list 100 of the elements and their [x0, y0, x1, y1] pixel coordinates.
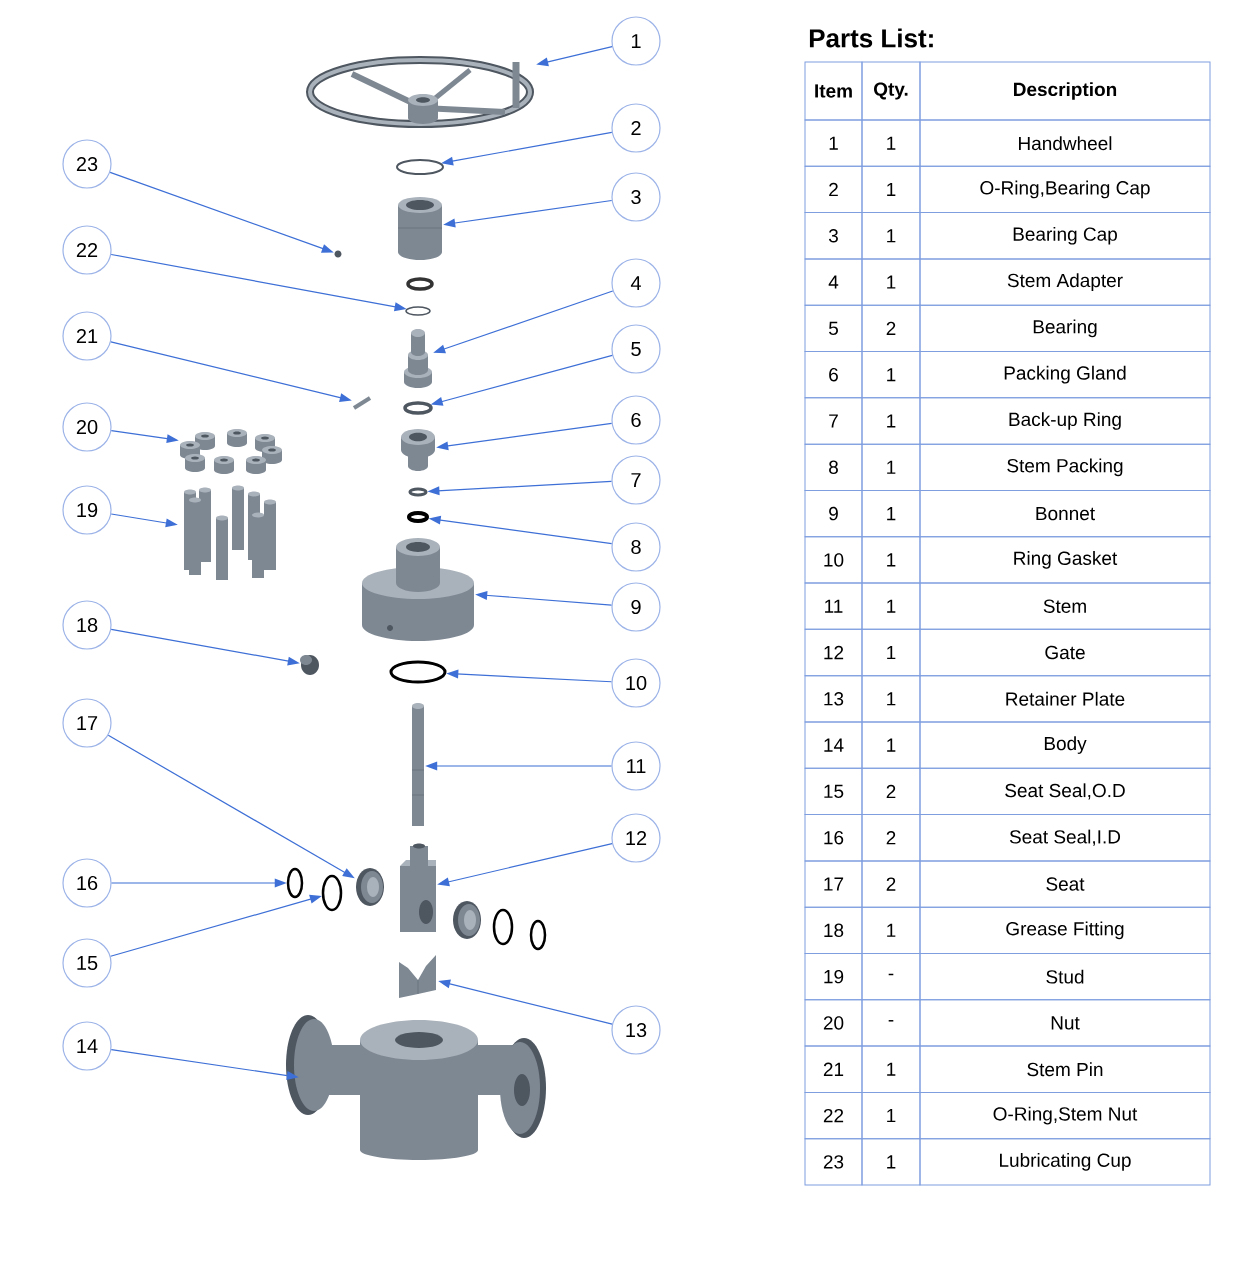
table-cell: 1: [861, 165, 921, 214]
header-cell: Item: [804, 61, 863, 121]
bonnet-drawing: [362, 538, 474, 641]
table-cell: 20: [804, 999, 863, 1047]
table-cell: Back-up Ring: [919, 397, 1211, 445]
callout-number: 23: [62, 139, 112, 189]
table-cell: 5: [804, 304, 863, 353]
leader-line: [446, 669, 613, 683]
studs-drawing: [184, 485, 276, 580]
leader-line: [110, 341, 352, 403]
table-cell: 23: [804, 1138, 863, 1186]
table-cell: 2: [804, 165, 863, 214]
o-ring-drawing: [396, 159, 444, 175]
leader-line: [425, 761, 612, 771]
callout-number: 10: [611, 658, 661, 708]
o-ring-drawing: [403, 401, 433, 415]
stem-adapter-drawing: [404, 329, 432, 388]
table-cell: 22: [804, 1091, 863, 1140]
callout-number: 11: [611, 741, 661, 791]
gate-drawing: [400, 843, 436, 932]
table-cell: Stem: [919, 582, 1211, 630]
table-cell: Handwheel: [919, 119, 1211, 167]
table-cell: Ring Gasket: [919, 536, 1211, 584]
table-cell: 18: [804, 906, 863, 954]
leader-line: [107, 734, 355, 879]
callout-number: 9: [611, 582, 661, 632]
leader-line: [110, 253, 407, 312]
o-ring-drawing: [405, 306, 431, 316]
leader-line: [110, 628, 300, 666]
table-cell: 1: [861, 906, 921, 954]
table-cell: 4: [804, 258, 863, 306]
leader-line: [475, 590, 613, 606]
table-cell: Stem Pin: [919, 1045, 1211, 1093]
table-cell: 2: [861, 767, 921, 816]
table-cell: 2: [861, 304, 921, 353]
table-cell: 2: [861, 814, 921, 862]
table-cell: 15: [804, 767, 863, 816]
table-cell: 1: [861, 212, 921, 260]
table-cell: -: [861, 953, 921, 1001]
leader-line: [436, 422, 613, 451]
leader-line: [110, 1049, 299, 1080]
o-ring-drawing: [407, 511, 429, 523]
callout-number: 15: [62, 938, 112, 988]
header-cell: Qty.: [861, 61, 921, 121]
stem-drawing: [411, 703, 425, 826]
table-cell: Grease Fitting: [919, 906, 1211, 954]
table-cell: 7: [804, 397, 863, 445]
table-cell: Packing Gland: [919, 351, 1211, 399]
table-cell: 12: [804, 628, 863, 677]
table-cell: 17: [804, 860, 863, 908]
table-cell: 1: [861, 1091, 921, 1140]
plate-drawing: [399, 955, 436, 998]
table-cell: Retainer Plate: [919, 675, 1211, 723]
callout-number: 3: [611, 172, 661, 222]
callout-number: 14: [62, 1021, 112, 1071]
o-ring-drawing: [408, 487, 428, 497]
table-cell: 1: [861, 628, 921, 677]
leader-line: [111, 878, 287, 888]
pin-drawing: [352, 396, 372, 410]
table-title: Parts List:: [809, 28, 933, 48]
table-cell: 1: [861, 258, 921, 306]
callout-number: 7: [611, 455, 661, 505]
table-cell: Bonnet: [919, 489, 1211, 538]
callout-number: 5: [611, 324, 661, 374]
table-cell: 1: [861, 536, 921, 584]
table-cell: 19: [804, 953, 863, 1001]
leader-line: [433, 290, 614, 354]
table-cell: Seat Seal,I.D: [919, 814, 1211, 862]
table-cell: Lubricating Cup: [919, 1138, 1211, 1186]
o-ring-drawing: [321, 874, 343, 912]
table-cell: 13: [804, 675, 863, 723]
bearing-cap-drawing: [397, 197, 443, 260]
callout-number: 21: [62, 311, 112, 361]
callout-number: 1: [611, 16, 661, 66]
leader-line: [110, 894, 322, 957]
callout-number: 6: [611, 395, 661, 445]
table-cell: 3: [804, 212, 863, 260]
table-cell: 10: [804, 536, 863, 584]
o-ring-drawing: [286, 867, 304, 899]
callout-number: 13: [611, 1005, 661, 1055]
table-cell: 11: [804, 582, 863, 630]
callout-number: 8: [611, 522, 661, 572]
leader-line: [430, 354, 613, 406]
leader-line: [110, 513, 178, 528]
table-cell: 1: [861, 119, 921, 167]
callout-number: 22: [62, 225, 112, 275]
handwheel-drawing: [306, 56, 534, 128]
callout-number: 4: [611, 258, 661, 308]
valve-body-drawing: [286, 1015, 546, 1160]
cup-drawing: [334, 250, 342, 258]
table-cell: Gate: [919, 628, 1211, 677]
callout-number: 16: [62, 858, 112, 908]
table-cell: Seat: [919, 860, 1211, 908]
callout-number: 18: [62, 600, 112, 650]
o-ring-drawing: [389, 660, 447, 684]
table-cell: 21: [804, 1045, 863, 1093]
nuts-drawing: [180, 429, 282, 474]
table-cell: 1: [861, 351, 921, 399]
table-cell: 1: [861, 443, 921, 491]
leader-line: [437, 843, 613, 887]
